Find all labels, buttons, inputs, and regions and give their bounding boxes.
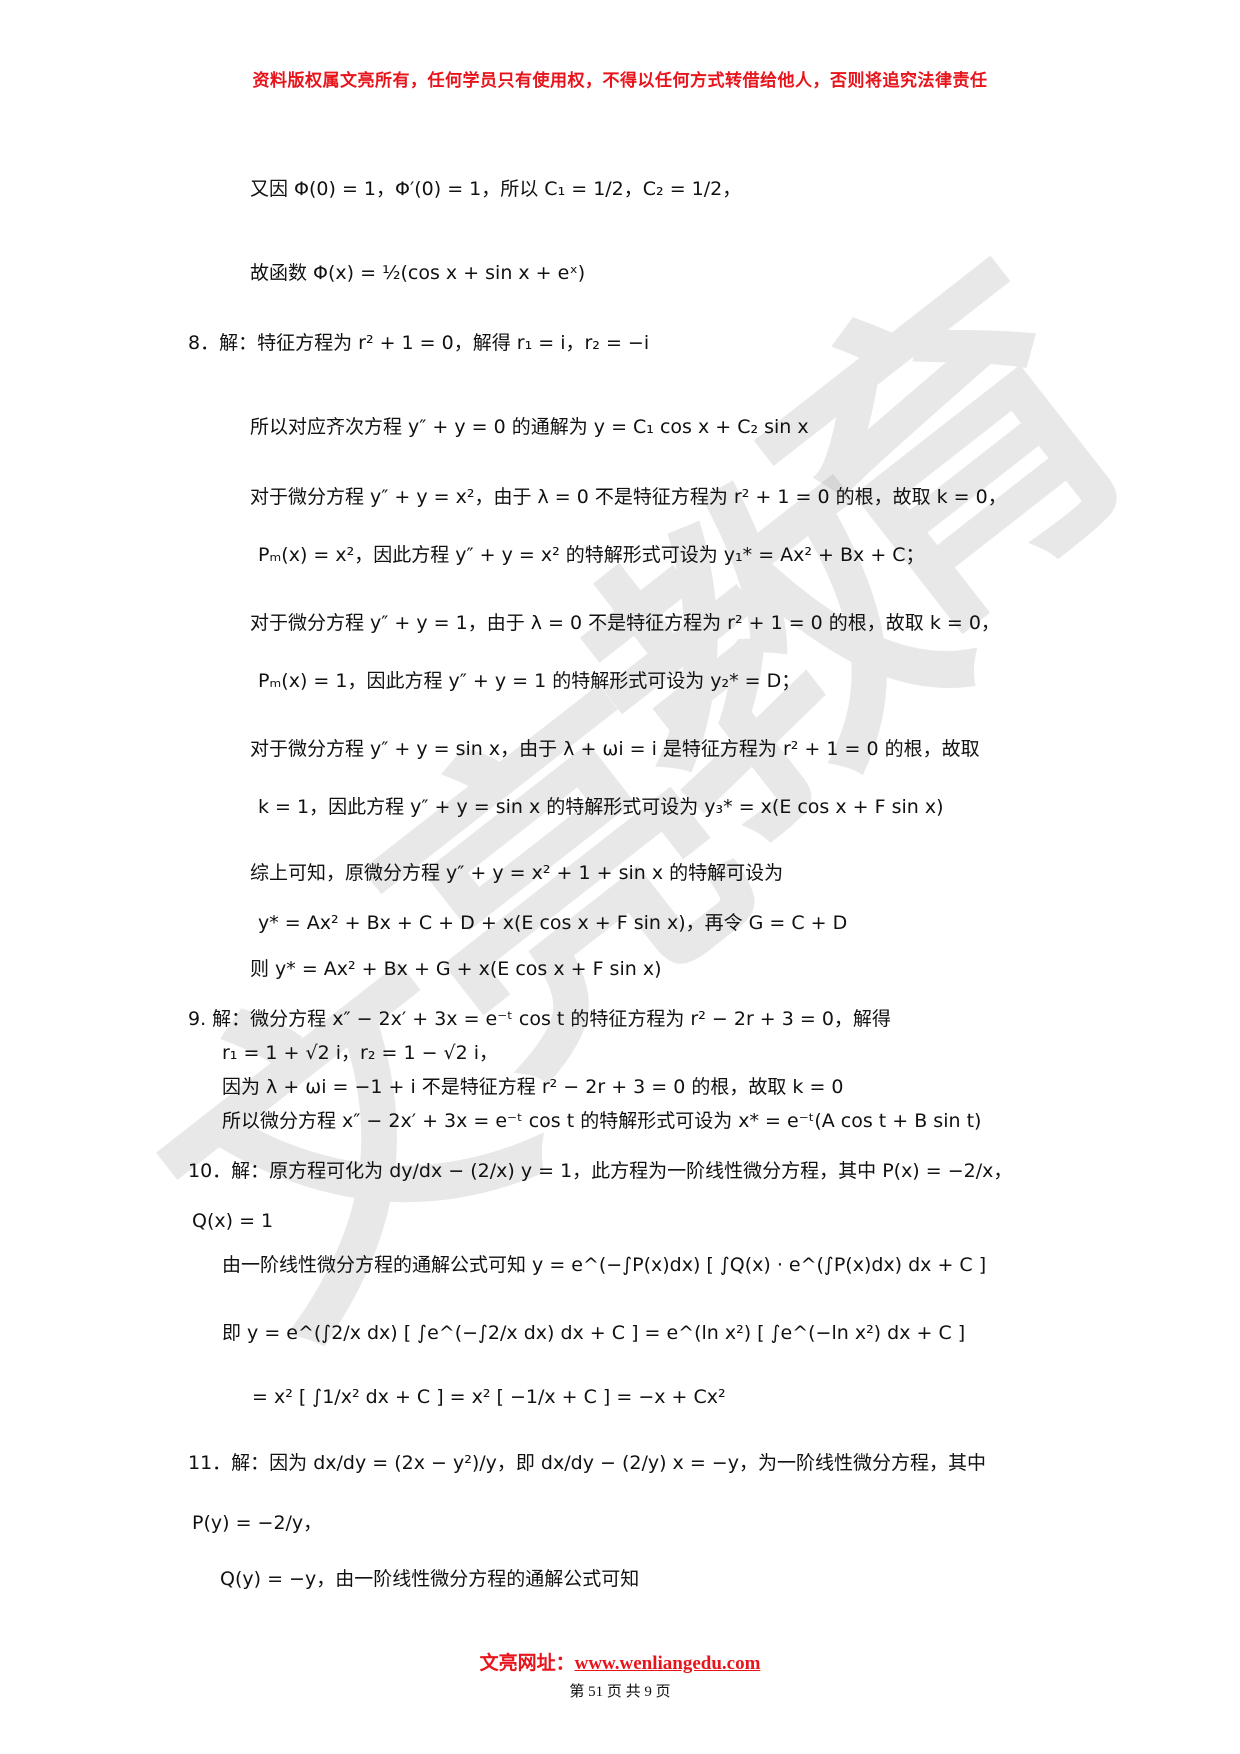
text-line: k = 1，因此方程 y″ + y = sin x 的特解形式可设为 y₃* =…	[258, 796, 944, 818]
text-line: 10．解：原方程可化为 dy/dx − (2/x) y = 1，此方程为一阶线性…	[188, 1160, 1013, 1182]
text-line: Pₘ(x) = x²，因此方程 y″ + y = x² 的特解形式可设为 y₁*…	[258, 544, 925, 566]
text-line: 对于微分方程 y″ + y = 1，由于 λ = 0 不是特征方程为 r² + …	[250, 612, 1000, 634]
text-line: 9. 解：微分方程 x″ − 2x′ + 3x = e⁻ᵗ cos t 的特征方…	[188, 1008, 891, 1030]
text-line: 对于微分方程 y″ + y = sin x，由于 λ + ωi = i 是特征方…	[250, 738, 980, 760]
text-line: Q(x) = 1	[192, 1210, 274, 1232]
text-line: r₁ = 1 + √2 i，r₂ = 1 − √2 i，	[222, 1042, 499, 1064]
footer-site-link[interactable]: www.wenliangedu.com	[574, 1653, 761, 1674]
text-line: 则 y* = Ax² + Bx + G + x(E cos x + F sin …	[250, 958, 662, 980]
page-number: 第 51 页 共 9 页	[569, 1684, 671, 1700]
text-line: P(y) = −2/y，	[192, 1512, 323, 1534]
text-line: Q(y) = −y，由一阶线性微分方程的通解公式可知	[220, 1568, 640, 1590]
text-line: 8．解：特征方程为 r² + 1 = 0，解得 r₁ = i，r₂ = −i	[188, 332, 650, 354]
text-line: 所以微分方程 x″ − 2x′ + 3x = e⁻ᵗ cos t 的特解形式可设…	[222, 1110, 982, 1132]
text-line: 所以对应齐次方程 y″ + y = 0 的通解为 y = C₁ cos x + …	[250, 416, 809, 438]
text-line: 因为 λ + ωi = −1 + i 不是特征方程 r² − 2r + 3 = …	[222, 1076, 844, 1098]
text-line: 即 y = e^(∫2/x dx) [ ∫e^(−∫2/x dx) dx + C…	[222, 1322, 966, 1344]
text-line: Pₘ(x) = 1，因此方程 y″ + y = 1 的特解形式可设为 y₂* =…	[258, 670, 801, 692]
footer-site-label: 文亮网址：	[479, 1652, 575, 1674]
text-line: 又因 Φ(0) = 1，Φ′(0) = 1，所以 C₁ = 1/2，C₂ = 1…	[250, 178, 742, 200]
footer-website: 文亮网址：www.wenliangedu.com	[0, 1648, 1240, 1675]
text-line: 故函数 Φ(x) = ½(cos x + sin x + eˣ)	[250, 262, 586, 284]
text-line: 11．解：因为 dx/dy = (2x − y²)/y，即 dx/dy − (2…	[188, 1452, 986, 1474]
text-line: 综上可知，原微分方程 y″ + y = x² + 1 + sin x 的特解可设…	[250, 862, 784, 884]
text-line: = x² [ ∫1/x² dx + C ] = x² [ −1/x + C ] …	[252, 1386, 726, 1408]
watermark-char-1: 文	[96, 892, 594, 1398]
text-line: 由一阶线性微分方程的通解公式可知 y = e^(−∫P(x)dx) [ ∫Q(x…	[222, 1254, 987, 1276]
text-line: y* = Ax² + Bx + C + D + x(E cos x + F si…	[258, 912, 848, 934]
text-line: 对于微分方程 y″ + y = x²，由于 λ = 0 不是特征方程为 r² +…	[250, 486, 1007, 508]
copyright-notice: 资料版权属文亮所有，任何学员只有使用权，不得以任何方式转借给他人，否则将追究法律…	[252, 71, 988, 91]
